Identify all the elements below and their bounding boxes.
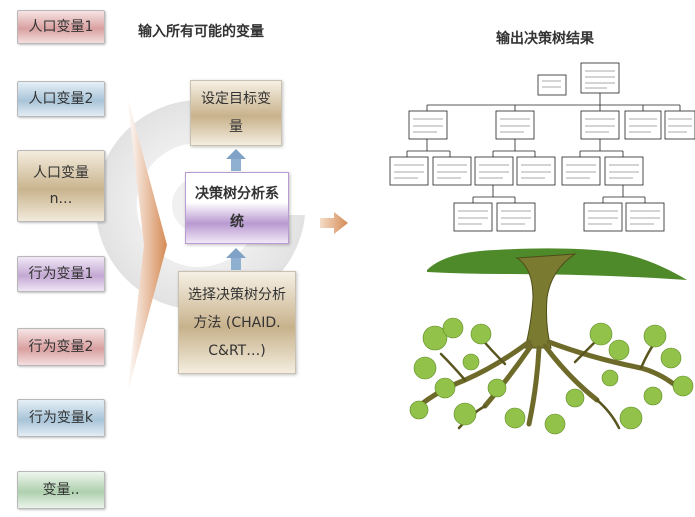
tree-roots-illustration (409, 248, 694, 435)
variable-box-5: 行为变量2 (17, 328, 105, 366)
variable-label: 变量.. (42, 482, 80, 498)
method-selection-label: 选择决策树分析方法 (CHAID. C&RT…) (188, 286, 286, 359)
decision-tree-system-label: 决策树分析系统 (195, 186, 279, 230)
variable-box-6: 行为变量k (17, 399, 105, 437)
variable-label: 人口变量2 (28, 91, 94, 107)
target-variable-label: 设定目标变量 (201, 91, 271, 135)
decision-tree-diagram (389, 62, 695, 232)
variable-box-7: 变量.. (17, 471, 105, 509)
output-arrow (320, 212, 348, 234)
variable-box-3: 人口变量n… (17, 150, 105, 222)
variable-label: 行为变量1 (28, 266, 94, 282)
method-selection-box: 选择决策树分析方法 (CHAID. C&RT…) (178, 271, 296, 374)
decision-tree-system-box: 决策树分析系统 (185, 172, 289, 244)
variable-label: 行为变量k (28, 410, 94, 426)
variable-box-2: 人口变量2 (17, 81, 105, 117)
target-variable-box: 设定目标变量 (190, 80, 282, 146)
input-chevron-arrow (127, 95, 167, 395)
variable-label: 行为变量2 (28, 339, 94, 355)
input-heading: 输入所有可能的变量 (138, 24, 264, 40)
arrow-stem-lower (231, 258, 241, 270)
variable-label: 人口变量n… (33, 165, 89, 207)
variable-label: 人口变量1 (28, 19, 94, 35)
variable-box-4: 行为变量1 (17, 256, 105, 292)
arrow-up-upper (226, 149, 246, 159)
arrow-up-lower (226, 248, 246, 258)
output-heading: 输出决策树结果 (496, 31, 594, 47)
variable-box-1: 人口变量1 (17, 10, 105, 44)
arrow-stem-upper (231, 159, 241, 171)
